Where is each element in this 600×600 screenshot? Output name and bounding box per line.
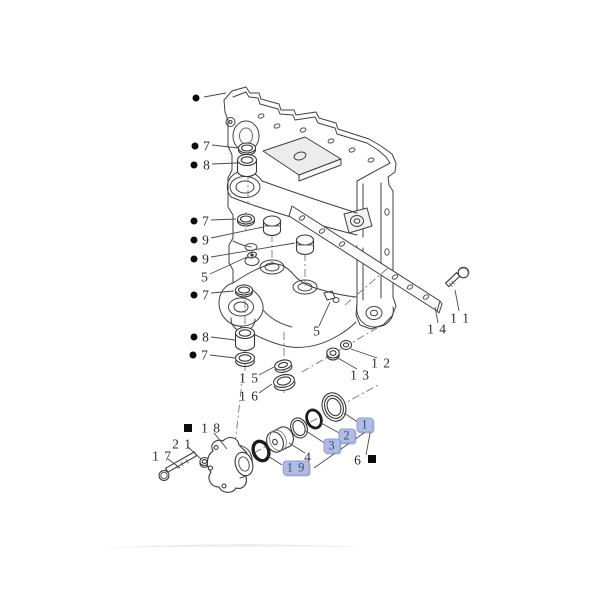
callout-7-upper-ring[interactable]: 7 xyxy=(203,138,211,154)
part-19-oring-drawing xyxy=(251,439,271,463)
callout-6-kit[interactable]: 6 xyxy=(354,452,362,468)
part-14-bar-drawing xyxy=(288,205,443,314)
callout-5-fitting-b[interactable]: 5 xyxy=(313,323,321,339)
callout-12-washer[interactable]: 1 2 xyxy=(371,355,391,371)
bullet-dot-icon xyxy=(192,94,200,102)
part-7-mid-ring-drawing xyxy=(236,213,256,227)
callout-7-mid-ring[interactable]: 7 xyxy=(202,213,210,229)
bullet-dot-icon xyxy=(190,291,198,299)
callout-15-washer[interactable]: 1 5 xyxy=(239,370,259,386)
callout-4-piston[interactable]: 4 xyxy=(304,449,312,465)
callout-7-lower-ring[interactable]: 7 xyxy=(202,287,210,303)
part-3-ring-drawing xyxy=(290,417,308,439)
highlighted-callout-19-oring[interactable]: 1 9 xyxy=(282,460,310,476)
part-4-piston-drawing xyxy=(266,426,294,453)
callout-7-bottom-ring[interactable]: 7 xyxy=(201,347,209,363)
part-7-lower-ring-drawing xyxy=(234,284,254,298)
small-parts-drawings xyxy=(158,142,470,493)
bullet-dot-icon xyxy=(189,351,197,359)
callout-8-lower-bushing[interactable]: 8 xyxy=(202,329,210,345)
bullet-dot-icon xyxy=(190,217,198,225)
part-13-nut-drawing xyxy=(326,347,340,361)
part-7-bottom-ring-drawing xyxy=(234,351,256,368)
callout-18-flange[interactable]: 1 8 xyxy=(201,420,221,436)
square-marker-icon xyxy=(368,455,376,463)
callout-9-plug-a[interactable]: 9 xyxy=(202,232,210,248)
part-15-washer-drawing xyxy=(274,359,293,373)
highlighted-callout-3-ring[interactable]: 3 xyxy=(323,438,341,454)
highlighted-callout-1-seal[interactable]: 1 xyxy=(356,417,374,433)
bullet-dot-icon xyxy=(190,333,198,341)
part-12-washer-drawing xyxy=(339,339,353,351)
part-2-oring-drawing xyxy=(305,408,323,430)
callout-21-nut[interactable]: 2 1 xyxy=(172,436,192,452)
callout-14-bar[interactable]: 1 4 xyxy=(427,321,447,337)
part-16-seal-ring-drawing xyxy=(273,374,296,391)
callout-13-nut[interactable]: 1 3 xyxy=(350,367,370,383)
page-shadow xyxy=(104,544,362,548)
part-8-upper-bushing-drawing xyxy=(236,153,258,178)
callout-5-fitting-a[interactable]: 5 xyxy=(201,269,209,285)
part-9-plug-a-drawing xyxy=(262,215,282,236)
part-5-fitting-a-drawing xyxy=(247,251,257,259)
bullet-dot-icon xyxy=(190,236,198,244)
part-11-bolt-drawing xyxy=(444,266,470,288)
highlighted-callout-2-oring[interactable]: 2 xyxy=(338,428,356,444)
square-marker-icon xyxy=(184,424,192,432)
part-8-lower-bushing-drawing xyxy=(234,326,256,352)
part-17-bolt-drawing xyxy=(158,451,198,482)
bullet-dot-icon xyxy=(190,161,198,169)
part-18-flange-housing-drawing xyxy=(206,436,254,493)
part-1-seal-drawing xyxy=(321,392,347,422)
callout-11-bolt[interactable]: 1 1 xyxy=(450,310,470,326)
bullet-dot-icon xyxy=(191,142,199,150)
axle-support-frame-drawing xyxy=(218,86,397,348)
part-9-plug-b-drawing xyxy=(295,234,315,255)
bullet-dot-icon xyxy=(190,255,198,263)
callout-17-bolt[interactable]: 1 7 xyxy=(152,448,172,464)
callout-9-plug-b[interactable]: 9 xyxy=(202,251,210,267)
callout-16-seal-ring[interactable]: 1 6 xyxy=(239,388,259,404)
callout-8-upper-bushing[interactable]: 8 xyxy=(203,157,211,173)
